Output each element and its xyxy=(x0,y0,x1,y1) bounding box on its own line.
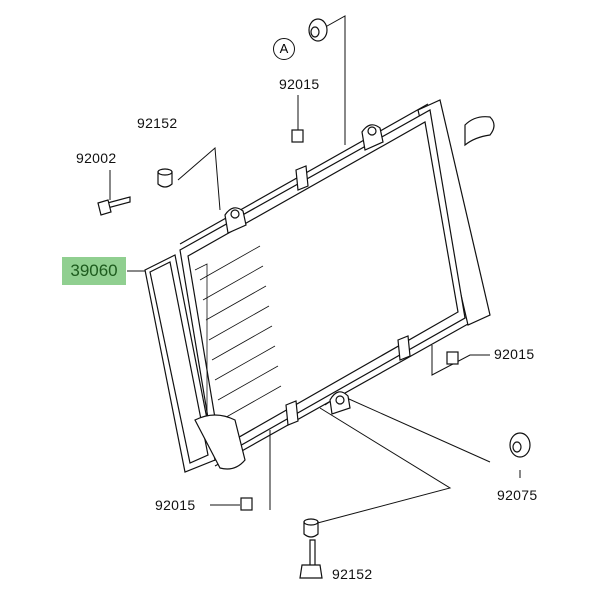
radiator-core xyxy=(179,103,469,467)
part-label-92152-bottom: 92152 xyxy=(332,566,373,582)
part-label-92075: 92075 xyxy=(497,487,538,503)
mount-tabs xyxy=(224,124,411,426)
reference-marker-a: A xyxy=(273,38,295,60)
part-label-92015-top: 92015 xyxy=(279,76,320,92)
part-label-92015-bottom: 92015 xyxy=(155,497,196,513)
part-label-92152-top: 92152 xyxy=(137,115,178,131)
radiator-fins xyxy=(194,245,282,434)
left-tank xyxy=(144,254,246,473)
small-parts xyxy=(97,18,531,579)
part-label-92015-right: 92015 xyxy=(494,346,535,362)
main-part-label-39060: 39060 xyxy=(62,257,126,285)
part-label-92002: 92002 xyxy=(76,150,117,166)
